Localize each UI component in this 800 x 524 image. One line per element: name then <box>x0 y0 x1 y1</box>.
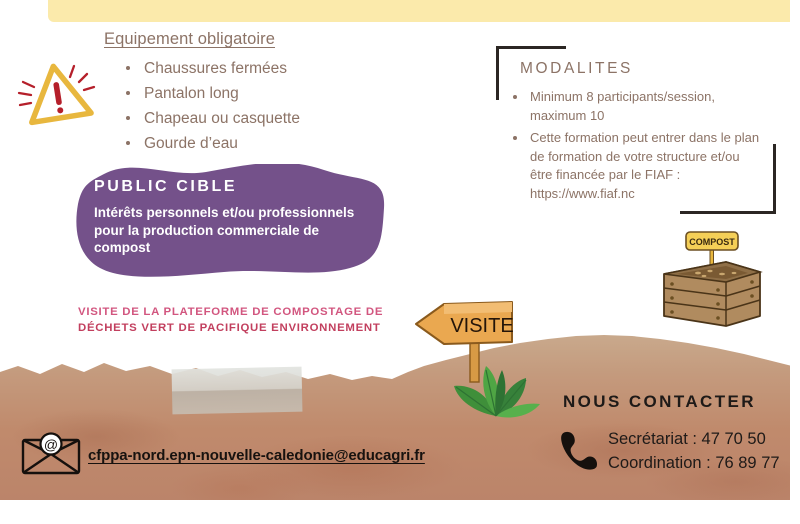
contact-line: Secrétariat : 47 70 50 <box>608 430 766 448</box>
visite-caption: VISITE DE LA PLATEFORME DE COMPOSTAGE DE… <box>78 304 413 336</box>
bracket-top-left-vertical <box>496 46 499 100</box>
modalites-list: Minimum 8 participants/session, maximum … <box>510 88 760 207</box>
bottom-white-margin <box>0 500 800 524</box>
tape-strip <box>171 366 303 415</box>
envelope-at-icon: @ <box>20 432 82 476</box>
visite-signpost: VISITE <box>408 288 520 384</box>
public-cible-title: PUBLIC CIBLE <box>94 178 238 195</box>
list-item: Gourde d’eau <box>126 131 434 156</box>
list-item: Chaussures fermées <box>126 56 434 81</box>
dirt-torn-edge-mask <box>0 335 800 502</box>
visite-caption-line1: VISITE DE LA PLATEFORME DE COMPOSTAGE DE <box>78 306 384 318</box>
plant-illustration <box>450 358 546 420</box>
list-item: Minimum 8 participants/session, maximum … <box>510 88 760 125</box>
visite-sign-label: VISITE <box>450 315 513 337</box>
public-cible-card: PUBLIC CIBLE Intérêts personnels et/ou p… <box>74 162 386 279</box>
equipment-title: Equipement obligatoire <box>104 30 275 48</box>
list-item: Pantalon long <box>126 81 434 106</box>
top-yellow-banner <box>48 0 800 22</box>
bracket-top-left-horizontal <box>496 46 566 49</box>
equipment-list: Chaussures fermées Pantalon long Chapeau… <box>104 56 434 156</box>
svg-text:@: @ <box>44 437 58 453</box>
phone-icon <box>558 428 598 476</box>
blob-shape <box>76 162 385 277</box>
dirt-ground <box>0 330 800 502</box>
public-cible-text: PUBLIC CIBLE Intérêts personnels et/ou p… <box>94 178 366 257</box>
right-white-margin <box>790 0 800 524</box>
contact-lines: Secrétariat : 47 70 50 Coordination : 76… <box>608 428 780 476</box>
warning-triangle-icon <box>12 44 104 136</box>
list-item: Cette formation peut entrer dans le plan… <box>510 129 760 203</box>
equipment-block: Equipement obligatoire Chaussures fermée… <box>104 30 434 156</box>
bracket-bottom-right-vertical <box>773 144 776 214</box>
modalites-title: MODALITES <box>520 60 633 77</box>
compost-bin-illustration: COMPOST <box>652 224 772 336</box>
contact-line: Coordination : 76 89 77 <box>608 453 780 472</box>
contact-title: NOUS CONTACTER <box>563 392 756 411</box>
email-link[interactable]: cfppa-nord.epn-nouvelle-caledonie@educag… <box>88 447 425 464</box>
visite-caption-line2: DÉCHETS VERT DE PACIFIQUE ENVIRONNEMENT <box>78 322 381 335</box>
bracket-bottom-right-horizontal <box>680 211 776 214</box>
modalites-block: MODALITES Minimum 8 participants/session… <box>496 46 776 214</box>
compost-sign-label: COMPOST <box>689 237 735 247</box>
list-item: Chapeau ou casquette <box>126 106 434 131</box>
public-cible-body: Intérêts personnels et/ou professionnels… <box>94 205 355 256</box>
